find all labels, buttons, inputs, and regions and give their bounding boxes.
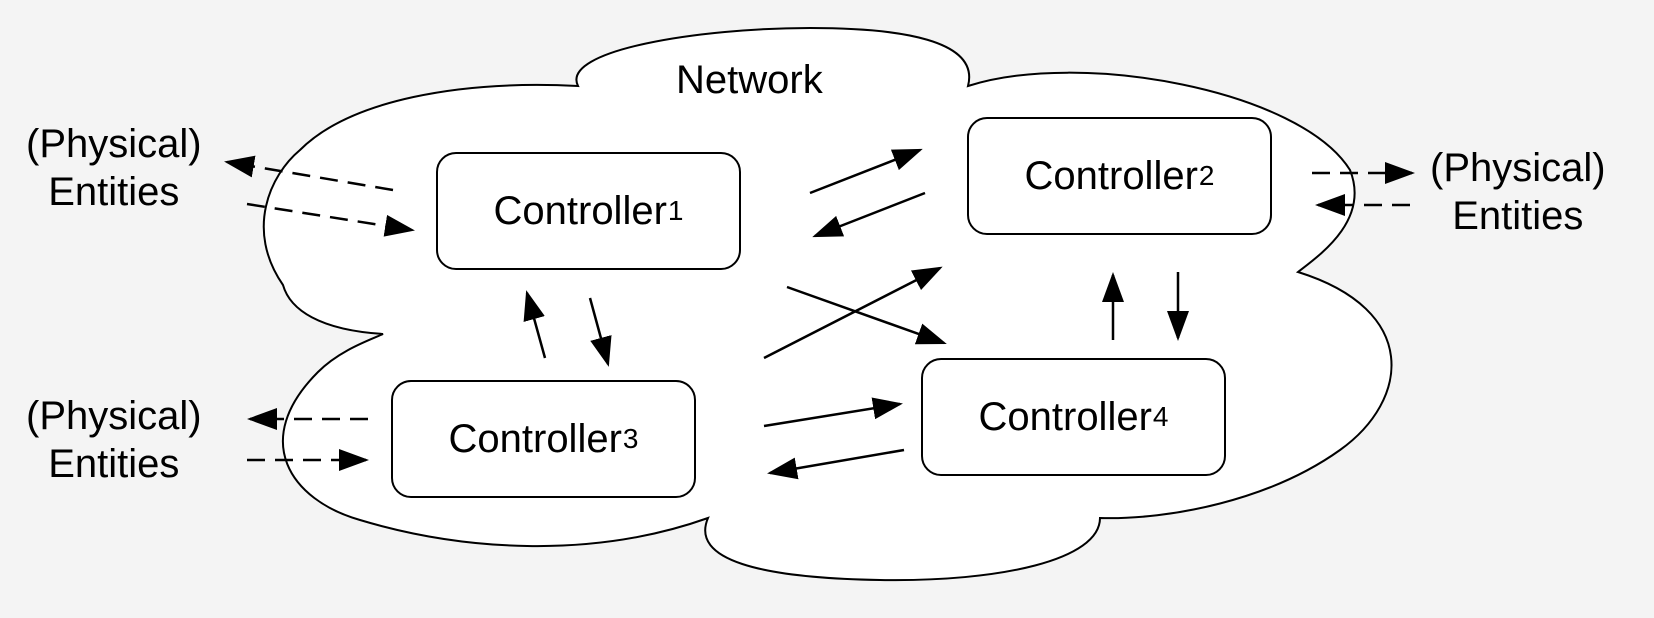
arrow-c1-to-c3 <box>588 297 612 367</box>
arrow-c3-to-c1 <box>523 290 547 359</box>
arrow-c1-to-c2 <box>809 148 923 195</box>
controller-4-label: Controller <box>978 394 1152 439</box>
controller-2-label: Controller <box>1024 153 1198 198</box>
controller-1-index: 1 <box>667 195 684 226</box>
network-label: Network <box>676 58 823 102</box>
entities-bottom-left-line1: (Physical) <box>26 394 202 438</box>
entities-top-left-line1: (Physical) <box>26 122 202 166</box>
arrow-c4-to-c3 <box>767 448 905 480</box>
entities-right-line1: (Physical) <box>1430 146 1606 190</box>
entities-top-left-line2: Entities <box>48 170 180 214</box>
controller-1-label: Controller <box>493 188 667 233</box>
dashed-arrow-c1-to-entities-left <box>224 155 394 192</box>
entities-right-line2: Entities <box>1452 194 1584 238</box>
controller-2-index: 2 <box>1198 160 1215 191</box>
entities-bottom-left-line2: Entities <box>48 442 180 486</box>
controller-3-label: Controller <box>448 416 622 461</box>
entities-right: (Physical) Entities <box>1430 144 1606 240</box>
controller-links <box>523 148 1189 480</box>
arrow-c1-to-c4 <box>786 285 947 345</box>
arrow-c3-to-c4 <box>763 397 903 428</box>
entities-bottom-left: (Physical) Entities <box>26 392 202 488</box>
entities-top-left: (Physical) Entities <box>26 120 202 216</box>
entity-links <box>224 155 1415 471</box>
arrow-c2-to-c1 <box>812 191 926 238</box>
controller-4-index: 4 <box>1152 401 1169 432</box>
controller-3-index: 3 <box>622 423 639 454</box>
arrow-c3-to-c2 <box>763 266 943 360</box>
